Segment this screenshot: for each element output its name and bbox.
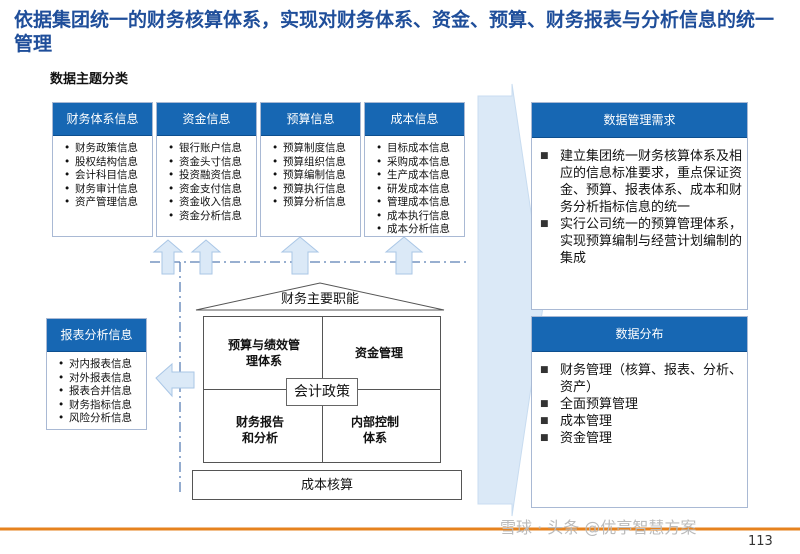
roof-triangle [195,282,445,311]
distribution-item: 全面预算管理 [540,396,747,413]
category-item: 预算组织信息 [272,156,360,170]
category-item: 预算制度信息 [272,142,360,156]
category-item: 资金支付信息 [168,183,256,197]
report-item: 对外报表信息 [58,372,146,386]
category-item: 研发成本信息 [376,183,464,197]
category-item: 投资融资信息 [168,169,256,183]
category-item: 预算编制信息 [272,169,360,183]
function-financial-reporting: 财务报告和分析 [235,415,284,445]
data-distribution-box: 数据分布 财务管理（核算、报表、分析、资产） 全面预算管理 成本管理 资金管理 [531,316,748,508]
needs-header: 数据管理需求 [532,103,747,138]
up-arrow-1 [152,239,184,275]
report-analysis-header: 报表分析信息 [47,319,146,352]
category-item: 管理成本信息 [376,196,464,210]
category-item: 资产管理信息 [64,196,152,210]
needs-item: 建立集团统一财务核算体系及相应的信息标准要求，重点保证资金、预算、报表体系、成本… [540,148,747,216]
category-item: 生产成本信息 [376,169,464,183]
category-item: 预算执行信息 [272,183,360,197]
category-item: 会计科目信息 [64,169,152,183]
category-item: 预算分析信息 [272,196,360,210]
category-box-finance-system: 财务体系信息 财务政策信息 股权结构信息 会计科目信息 财务审计信息 资产管理信… [52,102,153,237]
page-number: 113 [748,534,773,549]
category-item: 资金头寸信息 [168,156,256,170]
report-item: 风险分析信息 [58,412,146,426]
section-title: 数据主题分类 [50,72,129,87]
category-header: 成本信息 [365,103,464,136]
category-item: 财务审计信息 [64,183,152,197]
category-box-budget: 预算信息 预算制度信息 预算组织信息 预算编制信息 预算执行信息 预算分析信息 [260,102,361,237]
distribution-header: 数据分布 [532,317,747,352]
report-analysis-box: 报表分析信息 对内报表信息 对外报表信息 报表合并信息 财务指标信息 风险分析信… [46,318,147,430]
category-box-cost: 成本信息 目标成本信息 采购成本信息 生产成本信息 研发成本信息 管理成本信息 … [364,102,465,237]
category-item: 财务政策信息 [64,142,152,156]
accounting-policy-center: 会计政策 [286,378,358,406]
report-item: 对内报表信息 [58,358,146,372]
up-arrow-3 [280,236,320,275]
needs-item: 实行公司统一的预算管理体系，实现预算编制与经营计划编制的集成 [540,216,747,267]
function-budget-performance: 预算与绩效管理体系 [227,338,300,368]
category-item: 资金收入信息 [168,196,256,210]
category-header: 财务体系信息 [53,103,152,136]
data-management-needs-box: 数据管理需求 建立集团统一财务核算体系及相应的信息标准要求，重点保证资金、预算、… [531,102,748,310]
category-header: 预算信息 [261,103,360,136]
function-funds-management: 资金管理 [354,346,403,360]
category-item: 成本执行信息 [376,210,464,224]
up-arrow-4 [384,236,424,275]
function-internal-control: 内部控制体系 [350,415,399,445]
category-item: 股权结构信息 [64,156,152,170]
category-header: 资金信息 [157,103,256,136]
category-item: 成本分析信息 [376,223,464,237]
page-title: 依据集团统一的财务核算体系，实现对财务体系、资金、预算、财务报表与分析信息的统一… [14,9,775,55]
watermark: 雪球 · 头条 @优亭智慧方案 [500,518,697,537]
category-item: 采购成本信息 [376,156,464,170]
left-arrow [155,362,195,398]
cost-accounting-base: 成本核算 [192,470,462,500]
category-item: 目标成本信息 [376,142,464,156]
up-arrow-2 [190,239,222,275]
category-box-funds: 资金信息 银行账户信息 资金头寸信息 投资融资信息 资金支付信息 资金收入信息 … [156,102,257,237]
big-chevron-arrow [477,83,545,517]
distribution-item: 成本管理 [540,413,747,430]
roof-label: 财务主要职能 [280,292,359,307]
category-item: 资金分析信息 [168,210,256,224]
report-item: 财务指标信息 [58,399,146,413]
distribution-item: 资金管理 [540,430,747,447]
distribution-item: 财务管理（核算、报表、分析、资产） [540,362,747,396]
category-item: 银行账户信息 [168,142,256,156]
report-item: 报表合并信息 [58,385,146,399]
